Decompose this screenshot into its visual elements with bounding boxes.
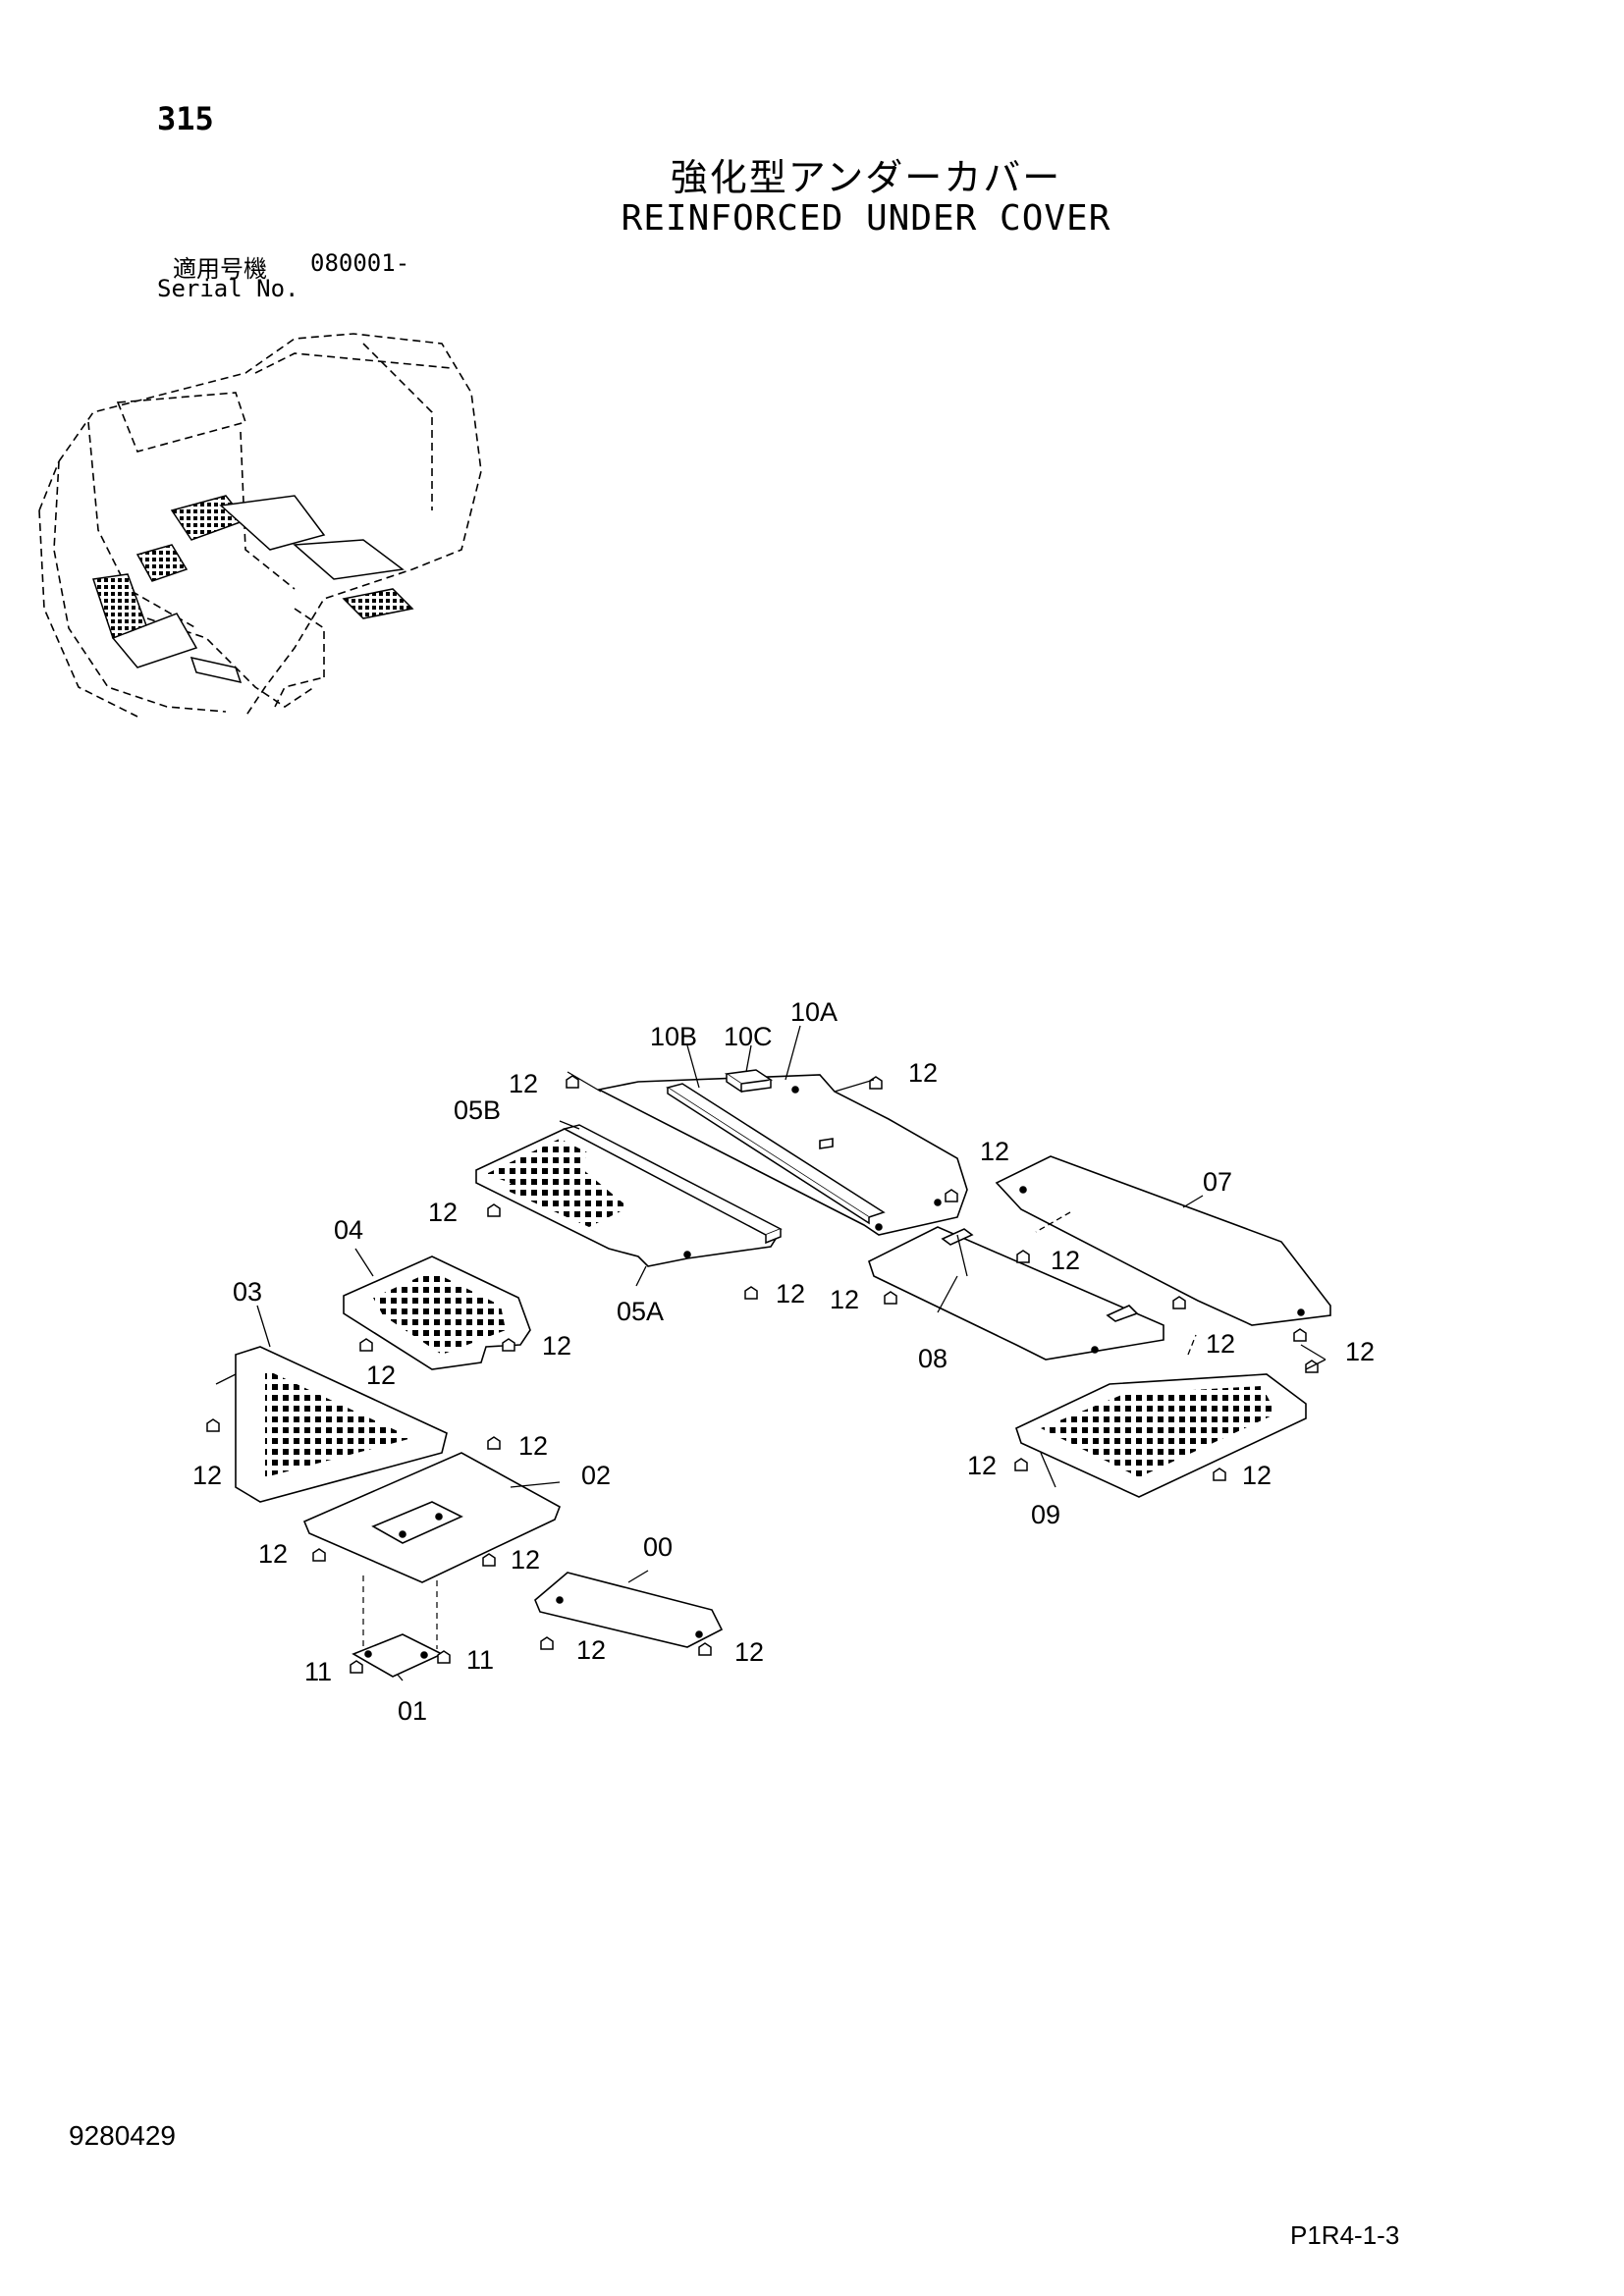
part-labels: 10A 10B 10C 05B 05A 04 03 02 01 00 07 08… <box>192 997 1375 1726</box>
label-12: 12 <box>542 1331 571 1361</box>
label-12: 12 <box>734 1637 764 1667</box>
label-12: 12 <box>1345 1337 1375 1366</box>
part-08-plate <box>868 1226 1164 1361</box>
label-12: 12 <box>1206 1329 1235 1359</box>
serial-label-english: Serial No. <box>157 275 299 302</box>
label-12: 12 <box>192 1461 222 1490</box>
label-05B: 05B <box>454 1095 501 1125</box>
label-11: 11 <box>466 1645 494 1675</box>
label-12: 12 <box>776 1279 805 1308</box>
label-12: 12 <box>908 1058 938 1088</box>
machine-overview-illustration <box>38 333 482 718</box>
label-05A: 05A <box>617 1297 664 1326</box>
label-12: 12 <box>1051 1246 1080 1275</box>
label-02: 02 <box>581 1461 611 1490</box>
label-10A: 10A <box>790 997 838 1027</box>
title-japanese: 強化型アンダーカバー <box>670 156 1062 199</box>
label-10B: 10B <box>650 1022 697 1051</box>
label-12: 12 <box>518 1431 548 1461</box>
label-01: 01 <box>398 1696 427 1726</box>
page-number: 315 <box>157 100 214 137</box>
page-code: P1R4-1-3 <box>1290 2220 1400 2250</box>
serial-number-value: 080001- <box>310 249 410 277</box>
label-12: 12 <box>428 1198 458 1227</box>
part-07-plate <box>995 1155 1331 1326</box>
part-05A-plate <box>475 1128 778 1267</box>
document-number: 9280429 <box>69 2120 177 2151</box>
label-12: 12 <box>830 1285 859 1314</box>
label-12: 12 <box>576 1635 606 1665</box>
part-02-plate <box>302 1452 561 1583</box>
label-12: 12 <box>1242 1461 1272 1490</box>
label-12: 12 <box>258 1539 288 1569</box>
part-09-plate <box>1015 1373 1307 1498</box>
label-12: 12 <box>509 1069 538 1098</box>
label-12: 12 <box>967 1451 997 1480</box>
part-10B-rail <box>666 1083 886 1225</box>
title-english: REINFORCED UNDER COVER <box>621 198 1111 239</box>
machine-overview-highlights <box>92 495 414 684</box>
label-07: 07 <box>1203 1167 1232 1197</box>
label-04: 04 <box>334 1215 363 1245</box>
serial-label-japanese: 適用号機 <box>173 255 267 283</box>
label-12: 12 <box>511 1545 540 1575</box>
part-00-plate <box>534 1572 724 1648</box>
label-09: 09 <box>1031 1500 1060 1529</box>
label-12: 12 <box>980 1137 1009 1166</box>
part-01-plate <box>352 1633 444 1678</box>
part-03-plate <box>235 1346 448 1503</box>
label-03: 03 <box>233 1277 262 1307</box>
part-01-alignment-lines <box>362 1575 438 1649</box>
label-08: 08 <box>918 1344 947 1373</box>
label-00: 00 <box>643 1532 673 1562</box>
label-10C: 10C <box>724 1022 773 1051</box>
leader-lines <box>215 1025 1326 1682</box>
label-11: 11 <box>304 1657 332 1686</box>
bolt-markers <box>206 1075 1319 1674</box>
label-12: 12 <box>366 1361 396 1390</box>
